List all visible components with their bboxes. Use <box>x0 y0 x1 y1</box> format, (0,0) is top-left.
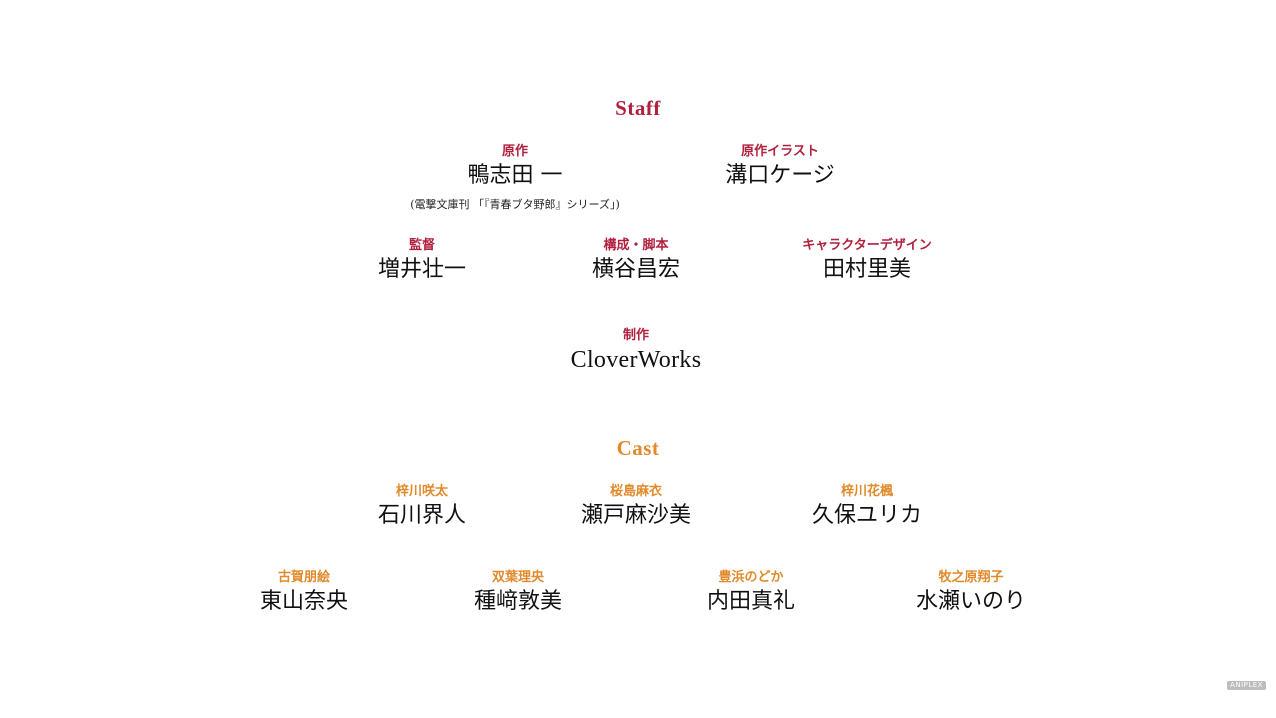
credit-original-work: 原作 鴨志田 一 <box>385 144 645 190</box>
voice-actor-name: 種﨑敦美 <box>473 589 562 614</box>
voice-actor-name: 東山奈央 <box>259 589 348 614</box>
role-label: 原作イラスト <box>741 144 819 159</box>
person-name: 増井壮一 <box>377 257 466 282</box>
cast-credit: 牧之原翔子 水瀬いのり <box>841 570 1101 616</box>
character-name: 梓川花楓 <box>840 484 893 499</box>
cast-credit: 梓川咲太 石川界人 <box>292 484 552 530</box>
cast-credit: 古賀朋絵 東山奈央 <box>174 570 434 616</box>
cast-heading: Cast <box>616 436 660 460</box>
role-label: 監督 <box>408 238 435 253</box>
voice-actor-name: 石川界人 <box>377 503 466 528</box>
publication-note: (電撃文庫刊 「『青春ブタ野郎』シリーズ」) <box>410 198 620 211</box>
cast-credit: 梓川花楓 久保ユリカ <box>737 484 997 530</box>
credit-character-design: キャラクターデザイン 田村里美 <box>737 238 997 284</box>
character-name: 梓川咲太 <box>395 484 448 499</box>
voice-actor-name: 水瀬いのり <box>915 589 1026 614</box>
character-name: 豊浜のどか <box>718 570 784 585</box>
role-label: キャラクターデザイン <box>802 238 932 253</box>
credit-production: 制作 CloverWorks <box>506 328 766 374</box>
studio-name: CloverWorks <box>570 347 702 373</box>
character-name: 双葉理央 <box>491 570 544 585</box>
voice-actor-name: 内田真礼 <box>706 589 795 614</box>
aniplex-watermark: ANIPLEX <box>1227 681 1266 690</box>
role-label: 原作 <box>501 144 528 159</box>
person-name: 鴨志田 一 <box>467 163 563 188</box>
character-name: 牧之原翔子 <box>938 570 1004 585</box>
credit-original-illustration: 原作イラスト 溝口ケージ <box>650 144 910 190</box>
person-name: 横谷昌宏 <box>591 257 680 282</box>
voice-actor-name: 瀬戸麻沙美 <box>580 503 691 528</box>
voice-actor-name: 久保ユリカ <box>811 503 922 528</box>
credit-series-composition: 構成・脚本 横谷昌宏 <box>506 238 766 284</box>
role-label: 制作 <box>622 328 649 343</box>
person-name: 田村里美 <box>822 257 911 282</box>
cast-credit: 豊浜のどか 内田真礼 <box>621 570 881 616</box>
character-name: 桜島麻衣 <box>609 484 662 499</box>
credit-director: 監督 増井壮一 <box>292 238 552 284</box>
role-label: 構成・脚本 <box>603 238 669 253</box>
cast-credit: 桜島麻衣 瀬戸麻沙美 <box>506 484 766 530</box>
cast-credit: 双葉理央 種﨑敦美 <box>388 570 648 616</box>
person-name: 溝口ケージ <box>725 163 835 188</box>
character-name: 古賀朋絵 <box>277 570 330 585</box>
staff-heading: Staff <box>615 96 661 120</box>
